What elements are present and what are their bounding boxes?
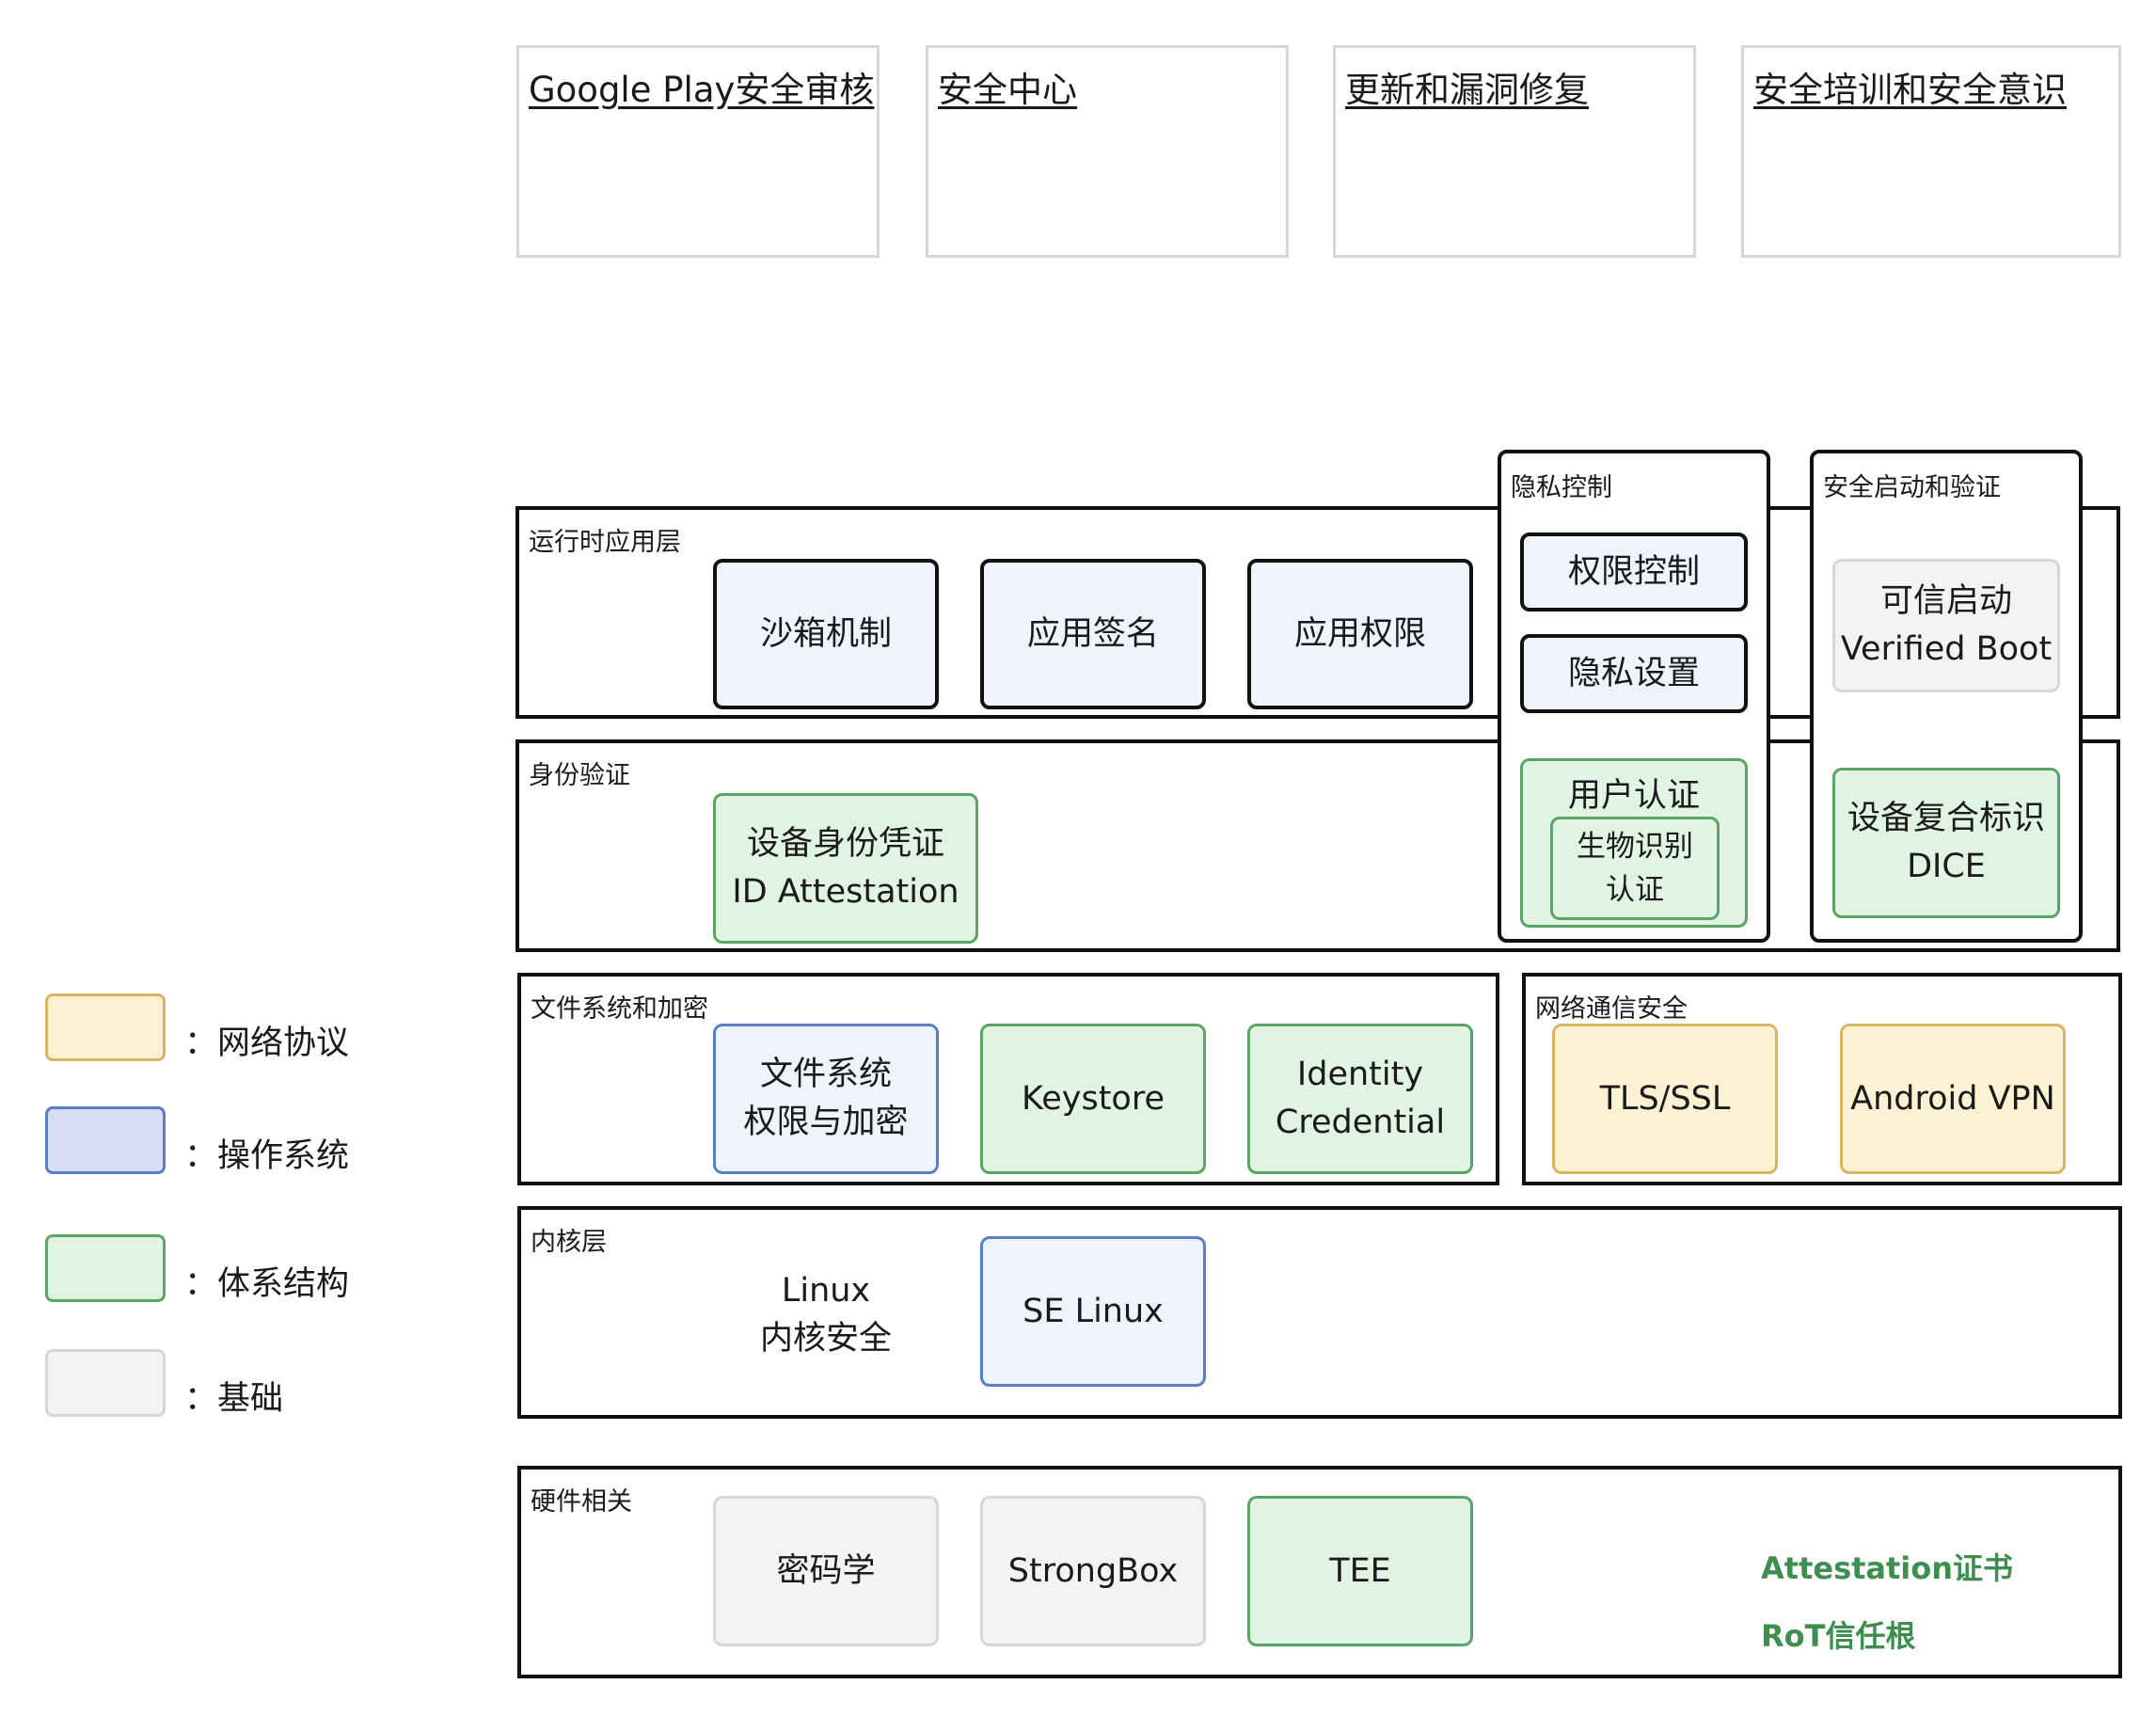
box-tls-ssl: TLS/SSL — [1552, 1024, 1778, 1174]
layer-kernel: 内核层 — [517, 1206, 2122, 1419]
legend-label-os: ：操作系统 — [184, 1137, 350, 1175]
box-permission-control: 权限控制 — [1520, 532, 1748, 612]
legend-swatch-base — [45, 1349, 166, 1417]
link-google-play-review[interactable]: Google Play安全审核 — [516, 45, 880, 258]
box-id-attestation: 设备身份凭证 ID Attestation — [713, 793, 978, 944]
box-app-signing: 应用签名 — [980, 559, 1206, 709]
legend-label-network: ：网络协议 — [184, 1025, 350, 1062]
box-verified-boot: 可信启动 Verified Boot — [1832, 559, 2060, 692]
layer-label: 运行时应用层 — [529, 528, 681, 557]
link-label[interactable]: 安全培训和安全意识 — [1753, 70, 2067, 110]
box-dice: 设备复合标识 DICE — [1832, 768, 2060, 918]
link-security-center[interactable]: 安全中心 — [926, 45, 1289, 258]
link-label[interactable]: Google Play安全审核 — [529, 70, 875, 110]
box-selinux: SE Linux — [980, 1236, 1206, 1387]
legend-label-architecture: ：体系结构 — [184, 1265, 350, 1303]
panel-label: 安全启动和验证 — [1823, 473, 2001, 502]
legend-swatch-os — [45, 1106, 166, 1174]
box-tee: TEE — [1247, 1496, 1473, 1646]
layer-label: 硬件相关 — [531, 1487, 632, 1517]
box-sandbox: 沙箱机制 — [713, 559, 939, 709]
text-linux-kernel-security: Linux 内核安全 — [759, 1272, 892, 1358]
link-label[interactable]: 更新和漏洞修复 — [1345, 70, 1589, 110]
box-cryptography: 密码学 — [713, 1496, 939, 1646]
panel-label: 隐私控制 — [1511, 473, 1612, 502]
layer-label: 内核层 — [531, 1228, 607, 1257]
box-android-vpn: Android VPN — [1840, 1024, 2066, 1174]
layer-label: 文件系统和加密 — [531, 994, 708, 1024]
box-strongbox: StrongBox — [980, 1496, 1206, 1646]
layer-label: 身份验证 — [529, 761, 630, 790]
box-filesystem-encryption: 文件系统 权限与加密 — [713, 1024, 939, 1174]
link-security-training[interactable]: 安全培训和安全意识 — [1741, 45, 2121, 258]
legend-label-base: ：基础 — [184, 1380, 284, 1418]
box-keystore: Keystore — [980, 1024, 1206, 1174]
link-label[interactable]: 安全中心 — [938, 70, 1077, 110]
link-updates-and-patches[interactable]: 更新和漏洞修复 — [1333, 45, 1696, 258]
text-root-of-trust: RoT信任根 — [1761, 1618, 1916, 1654]
box-privacy-settings: 隐私设置 — [1520, 634, 1748, 713]
layer-label: 网络通信安全 — [1535, 994, 1688, 1024]
text-attestation-certificate: Attestation证书 — [1761, 1550, 2014, 1586]
legend-swatch-architecture — [45, 1234, 166, 1302]
box-biometric-auth: 生物识别 认证 — [1550, 817, 1720, 920]
box-app-permissions: 应用权限 — [1247, 559, 1473, 709]
box-identity-credential: Identity Credential — [1247, 1024, 1473, 1174]
legend-swatch-network — [45, 993, 166, 1061]
